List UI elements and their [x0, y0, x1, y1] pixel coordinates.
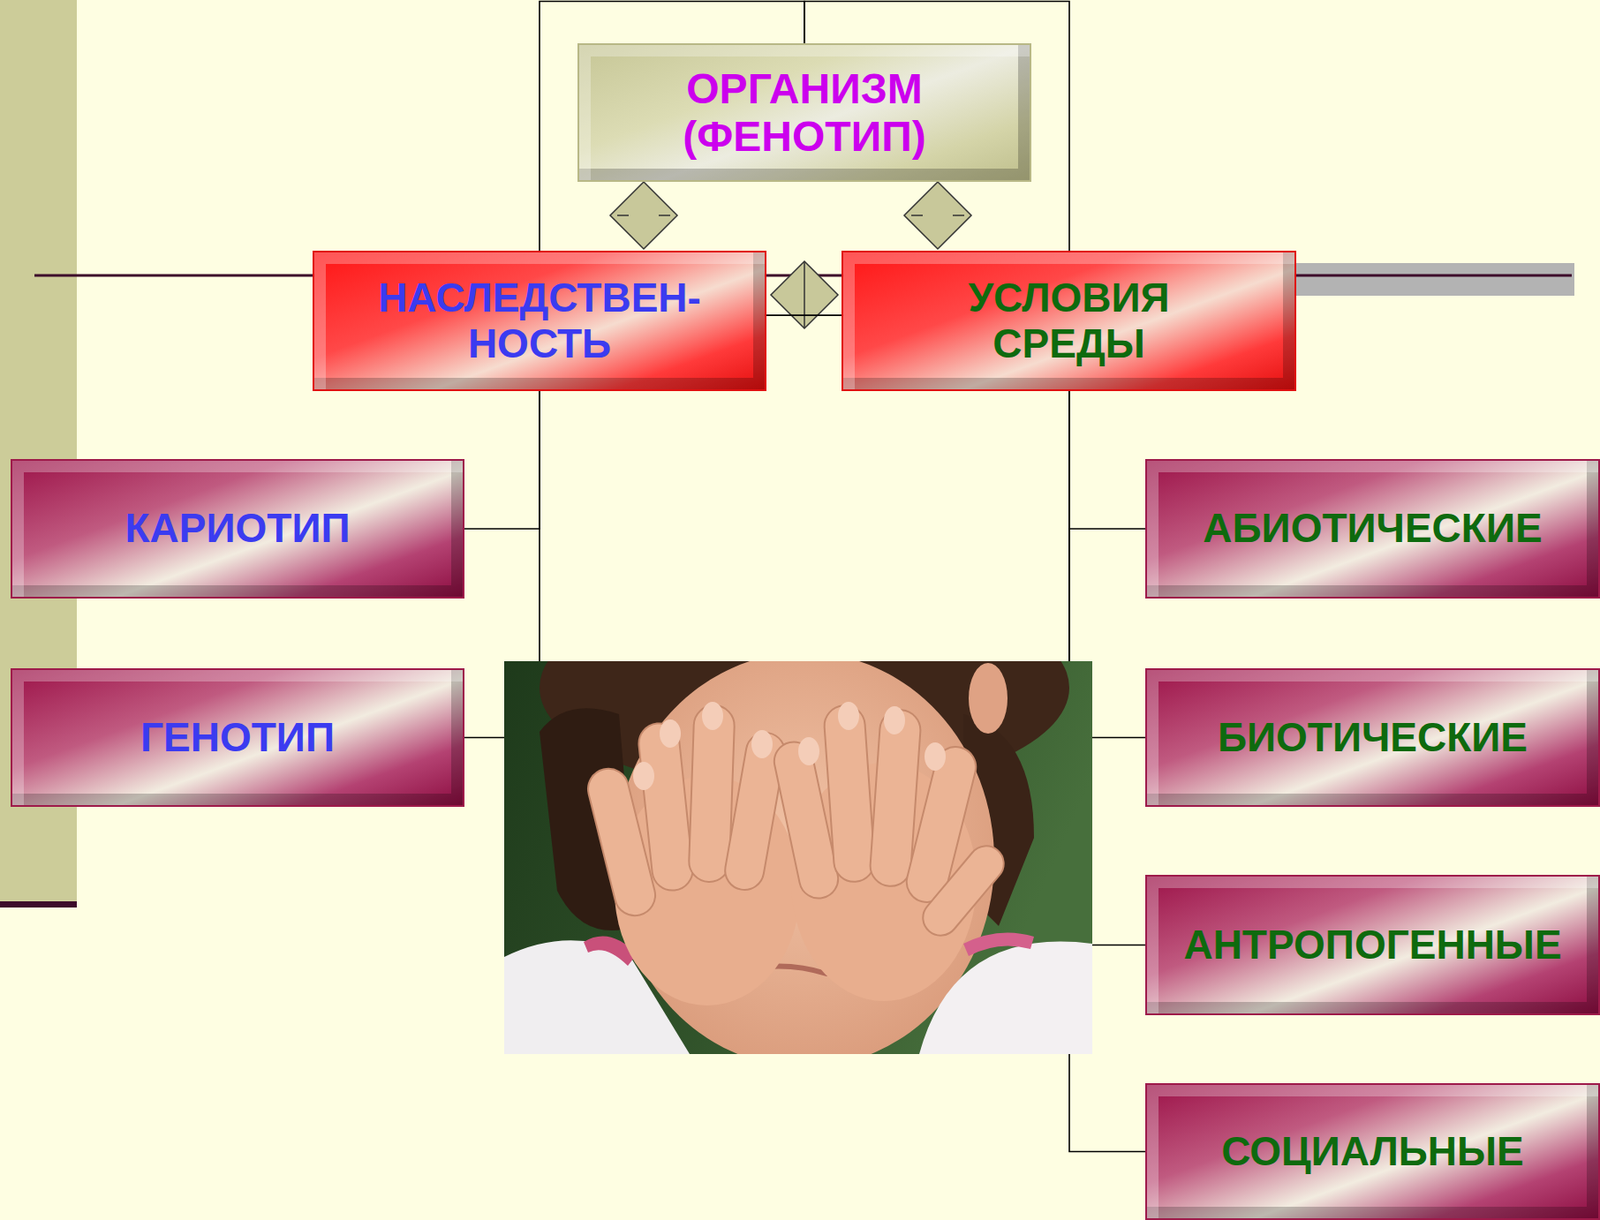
side-band-rule: [0, 901, 77, 908]
connector-line: [766, 314, 842, 317]
process-box: СОЦИАЛЬНЫЕ: [1145, 1083, 1600, 1220]
box-label: БИОТИЧЕСКИЕ: [1217, 715, 1528, 762]
grey-band: [1296, 263, 1575, 296]
process-box: БИОТИЧЕСКИЕ: [1145, 668, 1600, 808]
box-label: СОЦИАЛЬНЫЕ: [1221, 1129, 1525, 1176]
process-box: УСЛОВИЯ СРЕДЫ: [841, 250, 1297, 392]
box-label: НАСЛЕДСТВЕН- НОСТЬ: [345, 275, 734, 367]
diamond-symbol: [770, 261, 838, 329]
process-box: ОРГАНИЗМ (ФЕНОТИП): [577, 43, 1032, 182]
process-box: НАСЛЕДСТВЕН- НОСТЬ: [312, 250, 767, 392]
box-label: УСЛОВИЯ СРЕДЫ: [936, 275, 1202, 367]
process-box: КАРИОТИП: [10, 459, 465, 599]
connector-line: [464, 391, 540, 529]
process-box: АБИОТИЧЕСКИЕ: [1145, 459, 1600, 599]
box-label: ОРГАНИЗМ (ФЕНОТИП): [636, 65, 973, 161]
box-label: АБИОТИЧЕСКИЕ: [1202, 505, 1542, 552]
diamond-symbol: [610, 181, 678, 250]
box-label: АНТРОПОГЕННЫЕ: [1183, 922, 1562, 969]
process-box: ГЕНОТИП: [10, 668, 465, 808]
diamond-symbol: [904, 181, 972, 250]
box-label: КАРИОТИП: [124, 505, 350, 552]
box-label: ГЕНОТИП: [140, 715, 335, 762]
connector-line: [1069, 391, 1146, 529]
child-photo: [504, 661, 1093, 1055]
process-box: АНТРОПОГЕННЫЕ: [1145, 875, 1600, 1016]
